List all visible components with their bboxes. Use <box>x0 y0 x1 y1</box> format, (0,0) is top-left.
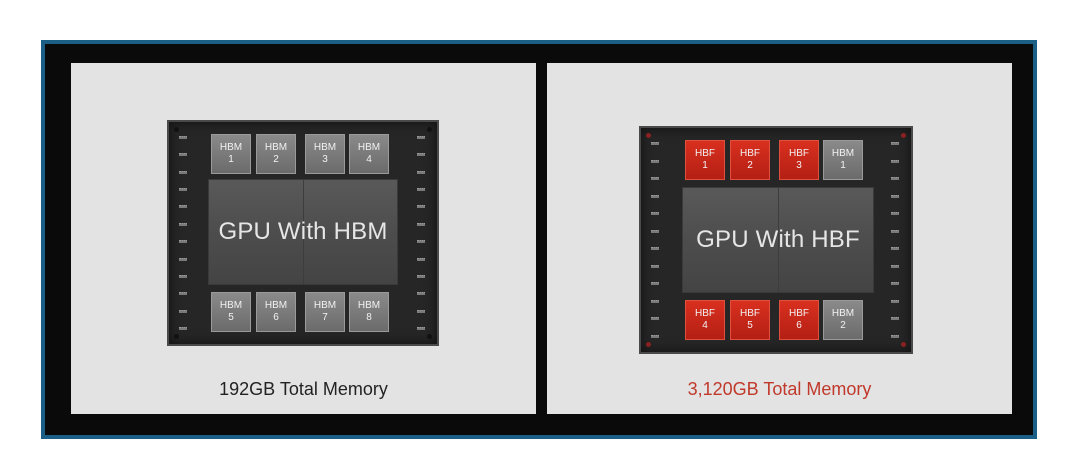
total-memory-caption: 3,120GB Total Memory <box>687 379 872 399</box>
gpu-die: GPU With HBF <box>683 188 873 292</box>
gpu-die: GPU With HBM <box>209 180 397 284</box>
total-memory-caption: 192GB Total Memory <box>219 379 388 399</box>
corner-dot <box>901 133 906 138</box>
side-connector-marks <box>179 136 189 330</box>
corner-dot <box>427 334 432 339</box>
corner-dot <box>174 127 179 132</box>
side-connector-marks <box>417 136 427 330</box>
corner-dot <box>646 342 651 347</box>
side-connector-marks <box>651 142 661 338</box>
corner-dot <box>174 334 179 339</box>
chip-label: GPU With HBF <box>696 226 860 253</box>
chip-label: GPU With HBM <box>218 218 388 245</box>
corner-dot <box>646 133 651 138</box>
side-connector-marks <box>891 142 901 338</box>
corner-dot <box>901 342 906 347</box>
corner-dot <box>427 127 432 132</box>
